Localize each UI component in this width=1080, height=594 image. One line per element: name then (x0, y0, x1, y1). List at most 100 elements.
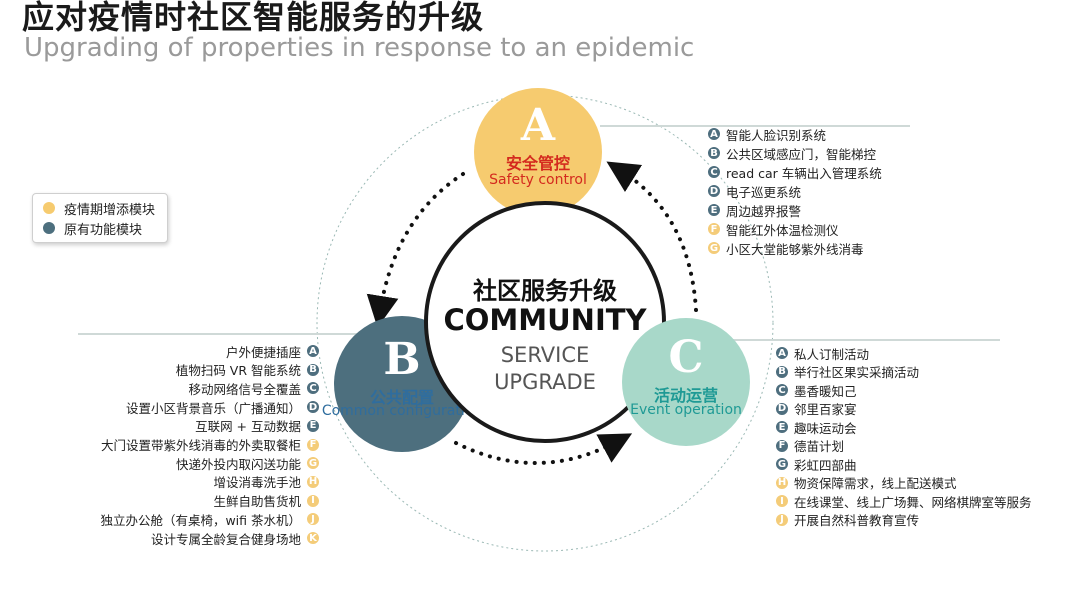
item-letter-badge: H (306, 474, 320, 489)
safety-control-list-item: B 公共区域感应门，智能梯控 (707, 144, 876, 162)
node-letter-a: A (520, 100, 556, 151)
legend-label-old: 原有功能模块 (64, 222, 143, 238)
item-letter-badge: F (306, 437, 320, 452)
event-operation-list-item: G 彩虹四部曲 (775, 455, 857, 473)
item-label: 设置小区背景音乐（广播通知） (125, 400, 301, 416)
node-letter-c: C (668, 332, 704, 383)
item-letter-badge: B (775, 364, 789, 379)
item-letter-badge: A (306, 344, 320, 358)
item-label: 开展自然科普教育宣传 (794, 513, 920, 528)
item-letter-badge: A (707, 127, 721, 141)
item-letter-badge: F (707, 222, 721, 236)
outer-dotted-ring (316, 94, 774, 552)
item-letter-badge: C (775, 383, 789, 397)
safety-control-list-item: E 周边越界报警 (707, 201, 801, 219)
item-label: 墨香暖知己 (794, 383, 857, 399)
page-title: 应对疫情时社区智能服务的升级 (22, 0, 485, 36)
item-letter-badge: C (707, 165, 721, 179)
legend-label-new: 疫情期增添模块 (64, 202, 156, 218)
event-operation-list: A 私人订制活动 B 举行社区果实采摘活动 C 墨香暖知己 D 邻里百家宴 E 趣味运动会 F 德苗计… (775, 344, 1070, 534)
safety-control-list-item: A 智能人脸识别系统 (707, 125, 826, 143)
item-letter-badge: F (775, 438, 789, 453)
node-label-en-a: Safety control (489, 172, 587, 188)
center-title-cn: 社区服务升级 (473, 277, 617, 305)
item-label: 智能人脸识别系统 (726, 127, 827, 143)
common-configuration-list-item: H 增设消毒洗手池 (213, 473, 320, 491)
item-label: 植物扫码 VR 智能系统 (175, 363, 301, 379)
legend-dot-old (43, 222, 55, 234)
safety-control-list-item: F 智能红外体温检测仪 (707, 220, 839, 238)
legend: 疫情期增添模块 原有功能模块 (32, 193, 168, 243)
item-label: 彩虹四部曲 (794, 457, 857, 473)
item-label: read car 车辆出入管理系统 (726, 165, 882, 181)
item-letter-badge: I (306, 493, 320, 508)
event-operation-list-item: J 开展自然科普教育宣传 (775, 511, 919, 529)
item-letter-badge: J (775, 512, 789, 527)
common-configuration-list-item: G 快递外投内取闪送功能 (176, 454, 320, 472)
item-label: 电子巡更系统 (726, 184, 802, 200)
node-label-en-b: Common configuration (321, 403, 483, 419)
page-subtitle: Upgrading of properties in response to a… (24, 33, 695, 63)
item-letter-badge: D (306, 400, 320, 415)
center-title-service: SERVICE (500, 343, 590, 367)
item-letter-badge: B (306, 362, 320, 377)
node-safety-control: A 安全管控 Safety control (474, 88, 602, 216)
node-letter-b: B (383, 334, 421, 385)
item-letter-badge: E (775, 420, 789, 434)
item-letter-badge: A (775, 346, 789, 360)
common-configuration-list-item: I 生鲜自助售货机 (213, 492, 320, 510)
legend-item-new: 疫情期增添模块 (43, 198, 155, 218)
center-title-upgrade: UPGRADE (494, 370, 596, 394)
item-letter-badge: C (306, 381, 320, 396)
item-label: 公共区域感应门，智能梯控 (726, 146, 877, 162)
item-letter-badge: G (775, 457, 789, 471)
item-label: 设计专属全龄复合健身场地 (150, 531, 301, 547)
item-letter-badge: E (306, 418, 320, 433)
item-label: 生鲜自助售货机 (213, 494, 301, 510)
legend-item-old: 原有功能模块 (43, 218, 142, 238)
item-label: 趣味运动会 (794, 420, 857, 436)
item-label: 周边越界报警 (726, 203, 802, 219)
flow-arrow-c-to-a (606, 161, 698, 312)
legend-dot-new (43, 202, 55, 214)
item-label: 举行社区果实采摘活动 (794, 365, 920, 380)
event-operation-list-item: F 德苗计划 (775, 437, 844, 455)
item-letter-badge: H (775, 475, 789, 490)
item-letter-badge: E (707, 203, 721, 217)
item-label: 独立办公舱（有桌椅，wifi 茶水机） (100, 512, 301, 528)
node-label-cn-a: 安全管控 (505, 154, 570, 173)
item-label: 大门设置带紫外线消毒的外卖取餐柜 (100, 438, 301, 453)
flow-arrow-a-to-b (366, 172, 465, 328)
event-operation-list-item: D 邻里百家宴 (775, 400, 857, 418)
node-event-operation: C 活动运营 Event operation (622, 318, 750, 446)
event-operation-list-item: E 趣味运动会 (775, 418, 857, 436)
item-label: 在线课堂、线上广场舞、网络棋牌室等服务 (794, 494, 1032, 510)
item-label: 增设消毒洗手池 (213, 475, 301, 491)
item-label: 小区大堂能够紫外线消毒 (726, 241, 864, 257)
event-operation-list-item: B 举行社区果实采摘活动 (775, 363, 919, 381)
item-letter-badge: D (775, 401, 789, 416)
item-label: 德苗计划 (794, 439, 845, 454)
item-label: 智能红外体温检测仪 (726, 222, 839, 238)
item-label: 私人订制活动 (794, 346, 870, 362)
item-label: 快递外投内取闪送功能 (175, 456, 301, 472)
node-label-cn-c: 活动运营 (653, 386, 718, 405)
item-label: 互联网 + 互动数据 (195, 419, 301, 435)
item-label: 物资保障需求，线上配送模式 (794, 476, 957, 491)
item-letter-badge: B (707, 146, 721, 160)
node-label-en-c: Event operation (630, 402, 742, 418)
common-configuration-list-item: D 设置小区背景音乐（广播通知） (126, 398, 320, 416)
event-operation-list-item: C 墨香暖知己 (775, 381, 857, 399)
item-label: 邻里百家宴 (794, 402, 857, 417)
item-letter-badge: G (306, 456, 320, 471)
node-label-cn-b: 公共配置 (369, 388, 434, 407)
